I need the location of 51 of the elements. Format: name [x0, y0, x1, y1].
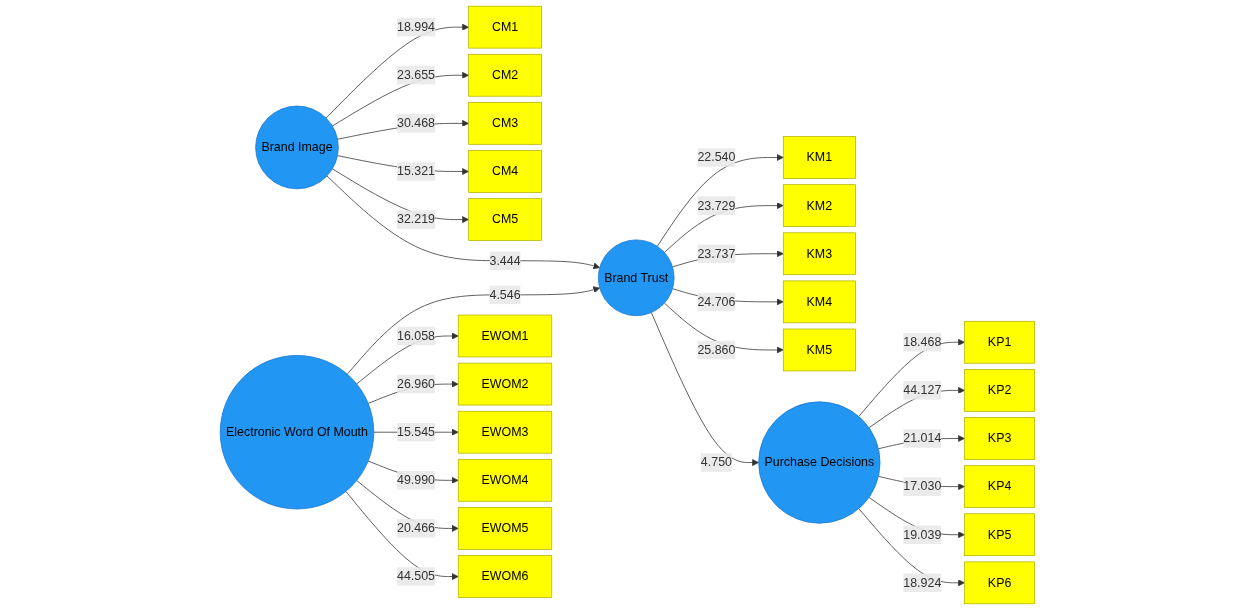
edge-label: 18.468	[902, 335, 941, 349]
node-box: EWOM1	[457, 314, 552, 358]
node-box: EWOM6	[457, 555, 552, 598]
edge-label: 49.990	[396, 473, 435, 487]
edge-label: 15.545	[396, 425, 435, 439]
edge-label: 15.321	[396, 164, 435, 178]
edge-label: 26.960	[396, 377, 435, 391]
node-box: KM5	[782, 328, 856, 372]
edge-label: 17.030	[902, 479, 941, 493]
edge-label: 3.444	[489, 253, 521, 267]
edge-label: 4.750	[700, 455, 732, 469]
node-box: CM1	[467, 5, 542, 49]
edge-label: 18.924	[902, 575, 941, 590]
edge-label: 25.860	[697, 342, 735, 357]
node-box: KP5	[963, 513, 1035, 557]
edge-label: 44.505	[396, 569, 435, 583]
edge-label: 30.468	[396, 116, 435, 130]
node-box: EWOM3	[457, 410, 552, 454]
node-box: KM3	[782, 232, 856, 276]
node-box: KM2	[782, 184, 856, 227]
edge-label: 23.655	[396, 68, 435, 82]
node-box: CM4	[467, 150, 542, 193]
edge-label: 23.729	[697, 198, 735, 212]
node-box: KP4	[963, 465, 1035, 508]
node-box: KP1	[963, 320, 1035, 364]
node-box: KM4	[782, 280, 856, 324]
edge-label: 16.058	[396, 329, 435, 343]
edge-label: 44.127	[902, 383, 941, 397]
edge-label: 18.994	[396, 20, 435, 34]
node-box: KP6	[963, 561, 1035, 605]
node-box: CM3	[467, 102, 542, 145]
node-box: CM5	[467, 198, 542, 241]
node-circle: Brand Trust	[597, 239, 675, 317]
edge-label: 19.039	[902, 527, 941, 541]
node-box: EWOM5	[457, 507, 552, 550]
node-circle: Purchase Decisions	[757, 401, 880, 524]
edge-label: 32.219	[396, 212, 435, 226]
edge-label: 4.546	[489, 287, 521, 302]
edge-label: 23.737	[697, 246, 735, 260]
node-box: EWOM2	[457, 362, 552, 406]
node-circle: Electronic Word Of Mouth	[219, 355, 374, 510]
node-box: CM2	[467, 53, 542, 97]
edge-label: 24.706	[697, 294, 735, 309]
node-box: KP3	[963, 417, 1035, 460]
edge-label: 22.540	[697, 150, 735, 164]
edge-label: 21.014	[902, 431, 941, 445]
node-circle: Brand Image	[254, 105, 339, 190]
node-box: KM1	[782, 136, 856, 179]
node-box: KP2	[963, 369, 1035, 412]
edge-label: 20.466	[396, 521, 435, 535]
node-box: EWOM4	[457, 459, 552, 502]
